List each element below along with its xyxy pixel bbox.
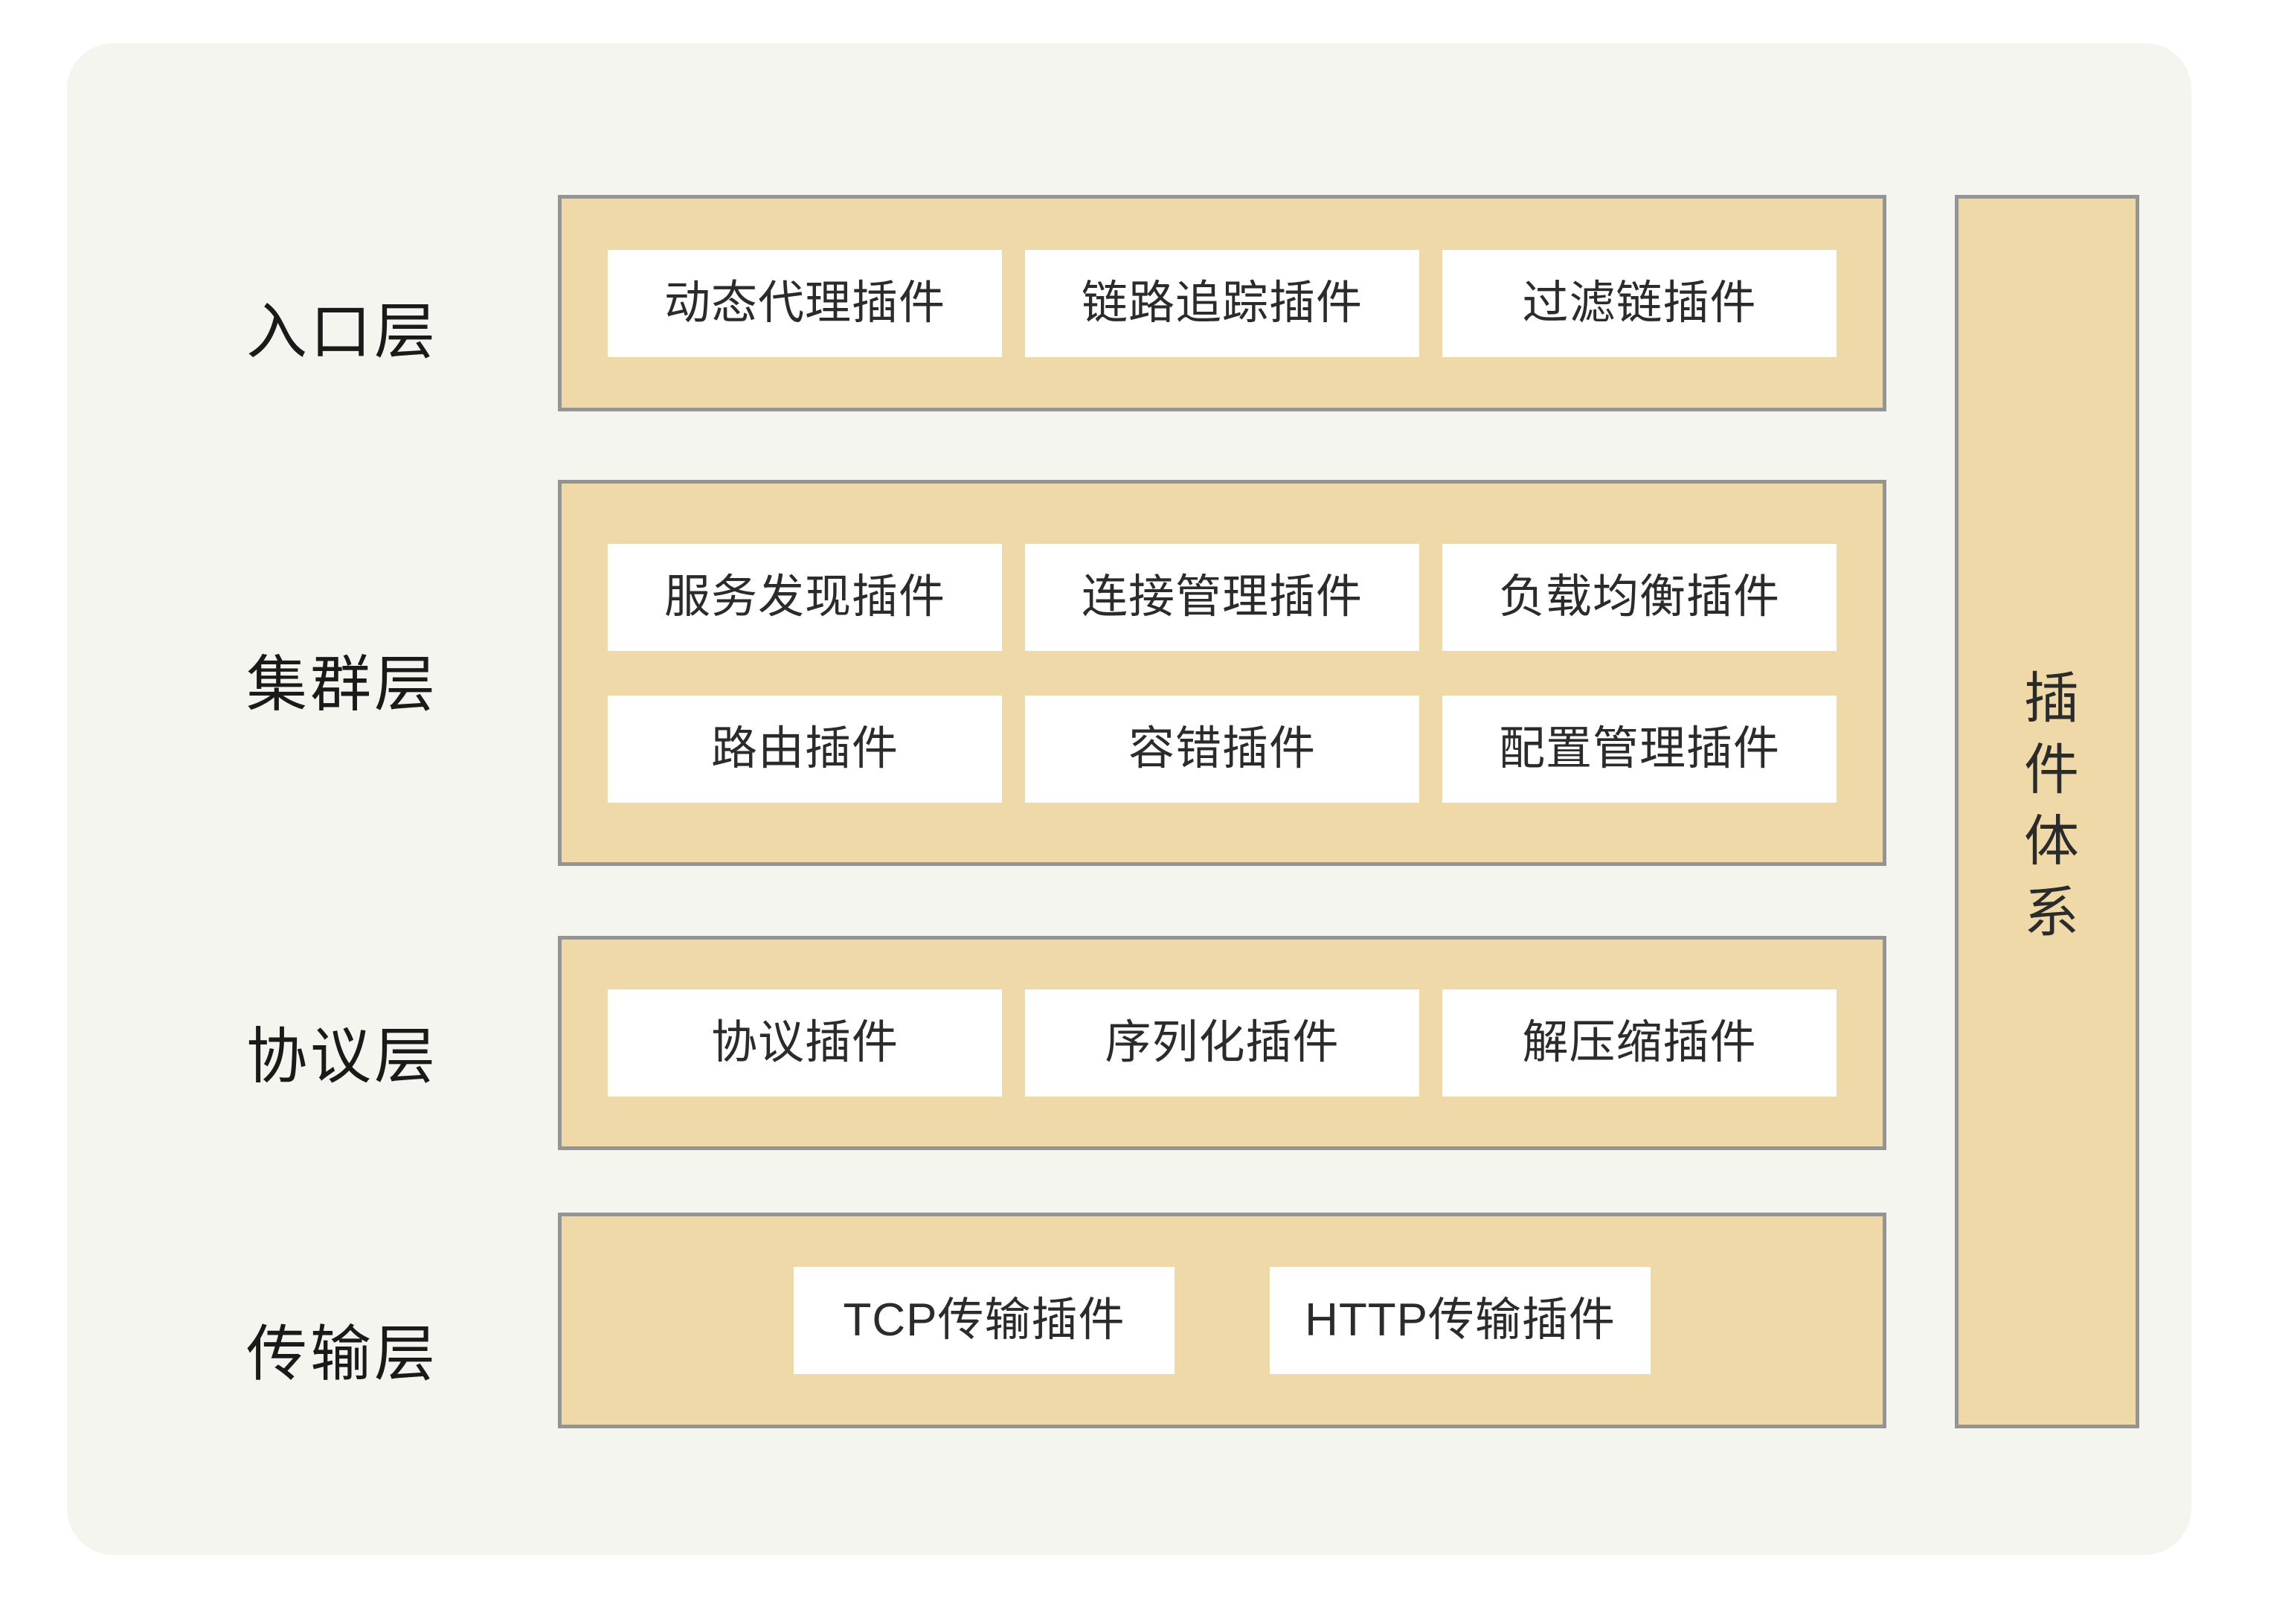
plugin-box[interactable]: 解压缩插件	[1442, 989, 1837, 1097]
plugin-box[interactable]: 路由插件	[608, 695, 1002, 803]
plugin-box[interactable]: 连接管理插件	[1025, 543, 1419, 651]
plugin-box[interactable]: TCP传输插件	[794, 1267, 1175, 1374]
diagram-card: 入口层 集群层 协议层 传输层 动态代理插件 链路追踪插件 过滤链插件 服务发现…	[67, 43, 2191, 1555]
band-row: 服务发现插件 连接管理插件 负载均衡插件	[562, 543, 1883, 651]
band-row: 路由插件 容错插件 配置管理插件	[562, 695, 1883, 803]
plugin-box[interactable]: 负载均衡插件	[1442, 543, 1837, 651]
plugin-box[interactable]: 服务发现插件	[608, 543, 1002, 651]
plugin-box[interactable]: 配置管理插件	[1442, 695, 1837, 803]
plugin-box[interactable]: 协议插件	[608, 989, 1002, 1097]
layer-band-protocol: 协议插件 序列化插件 解压缩插件	[558, 936, 1886, 1150]
band-row: 动态代理插件 链路追踪插件 过滤链插件	[562, 249, 1883, 357]
layer-label-protocol: 协议层	[245, 1023, 438, 1091]
layer-band-transport: TCP传输插件 HTTP传输插件	[558, 1213, 1886, 1428]
plugin-box[interactable]: HTTP传输插件	[1270, 1267, 1651, 1374]
plugin-box[interactable]: 过滤链插件	[1442, 249, 1837, 357]
plugin-system-panel: 插件体系	[1955, 195, 2139, 1428]
layer-label-cluster: 集群层	[245, 651, 438, 719]
layer-band-entry: 动态代理插件 链路追踪插件 过滤链插件	[558, 195, 1886, 411]
plugin-box[interactable]: 动态代理插件	[608, 249, 1002, 357]
plugin-system-label: 插件体系	[2016, 669, 2078, 954]
band-row: TCP传输插件 HTTP传输插件	[562, 1267, 1883, 1374]
layer-band-cluster: 服务发现插件 连接管理插件 负载均衡插件 路由插件 容错插件 配置管理插件	[558, 480, 1886, 866]
band-row: 协议插件 序列化插件 解压缩插件	[562, 989, 1883, 1097]
plugin-box[interactable]: 容错插件	[1025, 695, 1419, 803]
layer-label-entry: 入口层	[245, 298, 438, 366]
plugin-box[interactable]: 序列化插件	[1025, 989, 1419, 1097]
layer-label-transport: 传输层	[245, 1320, 438, 1388]
plugin-box[interactable]: 链路追踪插件	[1025, 249, 1419, 357]
